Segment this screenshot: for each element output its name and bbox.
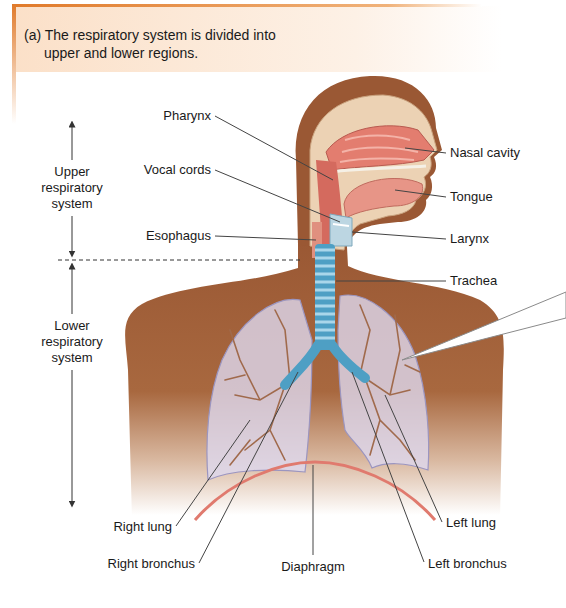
left-lung-shape [338, 295, 429, 470]
part-label: Tongue [450, 189, 493, 205]
part-label: Pharynx [163, 108, 211, 124]
part-label: Right lung [113, 519, 172, 535]
leader-lines [176, 116, 446, 563]
nasal-cavity [326, 126, 434, 170]
leader-line [405, 148, 446, 153]
trachea-tube [315, 244, 335, 350]
part-label: Diaphragm [268, 559, 358, 575]
nasal-conchae [340, 136, 418, 163]
right-lung-shape [207, 299, 312, 480]
region-arrow [72, 370, 73, 504]
leader-line [395, 190, 446, 197]
left-bronchus-tube [332, 345, 365, 378]
leader-line [313, 465, 314, 555]
body-silhouette [125, 228, 504, 520]
leader-line [215, 236, 316, 240]
leader-line [199, 372, 298, 563]
band-left-rule [12, 4, 16, 124]
palate [330, 166, 426, 172]
leader-line [215, 116, 333, 180]
torso [125, 228, 504, 520]
band-fill [12, 6, 502, 72]
part-label: Left lung [446, 515, 496, 531]
part-label: Left bronchus [428, 556, 507, 572]
part-label: Nasal cavity [450, 145, 520, 161]
part-label: Lower respiratory system [26, 318, 118, 366]
part-label: Upper respiratory system [26, 164, 118, 212]
part-label: Right bronchus [108, 556, 195, 572]
region-arrow [72, 124, 73, 160]
leader-line [352, 232, 446, 239]
part-label: Vocal cords [144, 162, 211, 178]
region-arrow [72, 216, 73, 254]
right-bronchus-tube [285, 345, 318, 385]
callout-pointer [402, 292, 566, 360]
part-label: Larynx [450, 231, 489, 247]
leader-line [385, 395, 442, 522]
tongue-shape [344, 178, 423, 218]
airway [285, 244, 365, 385]
head-section [310, 95, 437, 250]
trachea-rings [315, 250, 335, 338]
region-divider [58, 260, 300, 261]
leader-line [336, 281, 446, 282]
diaphragm-arc [195, 462, 435, 520]
head [296, 76, 442, 258]
figure-title: (a) The respiratory system is divided in… [24, 26, 289, 62]
band-top-rule [12, 4, 482, 7]
leader-line [215, 170, 340, 222]
part-label: Trachea [450, 273, 497, 289]
leader-line [352, 372, 424, 562]
leader-line [176, 420, 250, 526]
part-label: Esophagus [146, 228, 211, 244]
vocal-cord-mark [333, 224, 349, 226]
region-arrow [72, 266, 73, 314]
